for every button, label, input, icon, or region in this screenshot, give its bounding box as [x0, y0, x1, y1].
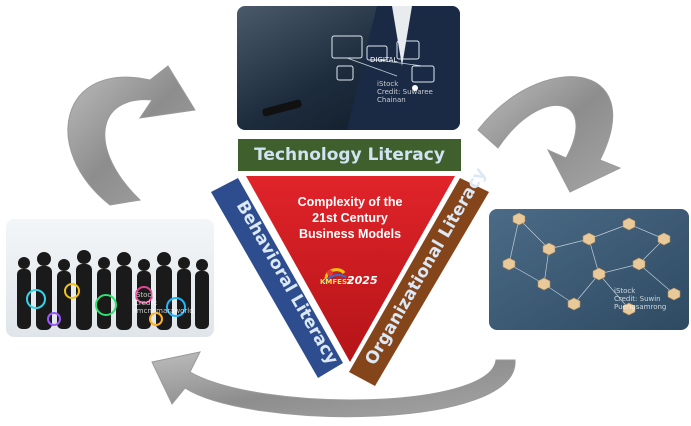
technology-photo: DIGITAL iStock Credit: Suwaree Chainan	[237, 6, 460, 130]
logo-year: 2025	[347, 274, 378, 287]
center-title: Complexity of the 21st Century Business …	[280, 194, 420, 242]
network-photo: iStock Credit: Suwin Puengsamrong	[489, 209, 689, 330]
center-title-line-3: Business Models	[298, 227, 402, 241]
logo-name: KMFEST	[320, 278, 352, 286]
behavioral-literacy-band	[211, 178, 343, 378]
center-title-line-2: 21st Century	[312, 211, 388, 225]
organizational-literacy-band	[349, 178, 489, 386]
curved-arrow-bottom-icon	[151, 351, 516, 418]
top-photo-watermark: iStock Credit: Suwaree Chainan	[377, 80, 433, 104]
digital-label: DIGITAL	[370, 56, 398, 64]
center-title-line-1: Complexity of the	[297, 195, 403, 209]
curved-arrow-left-icon	[67, 65, 196, 206]
left-photo-watermark: iStock Credit: rmcnamaraworld	[134, 291, 194, 315]
event-logo: KMFEST 2025	[320, 265, 380, 289]
center-triangle	[246, 176, 455, 362]
technology-literacy-label: Technology Literacy	[254, 145, 445, 165]
curved-arrow-right-icon	[477, 76, 622, 193]
technology-literacy-band: Technology Literacy	[238, 139, 461, 171]
right-photo-watermark: iStock Credit: Suwin Puengsamrong	[614, 287, 667, 311]
people-photo: iStock Credit: rmcnamaraworld	[6, 219, 214, 337]
